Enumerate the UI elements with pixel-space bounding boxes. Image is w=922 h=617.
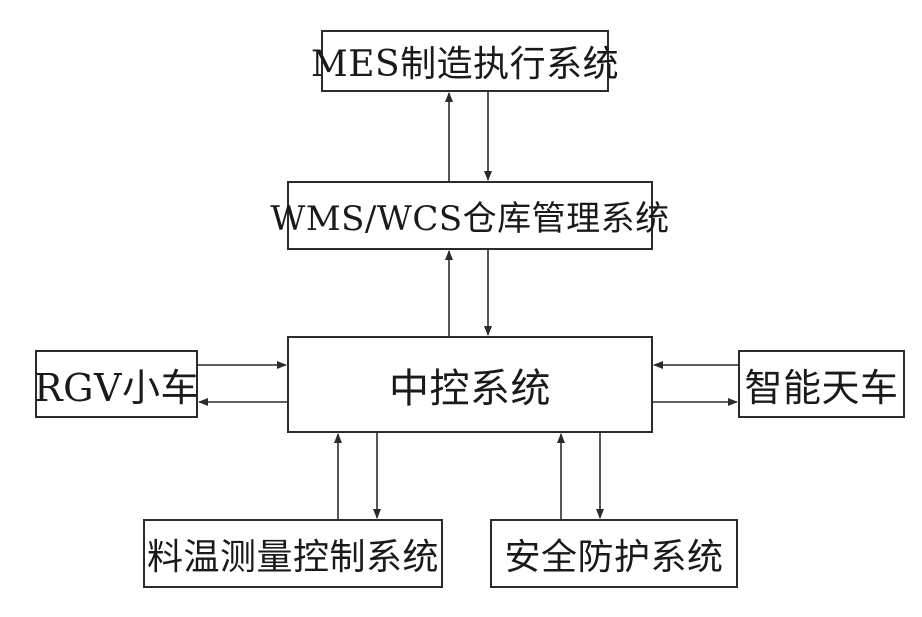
mes-system-label: MES制造执行系统 (311, 35, 619, 87)
smart-crane-label: 智能天车 (744, 357, 898, 412)
mes-system-box: MES制造执行系统 (321, 30, 609, 92)
safety-protection-box: 安全防护系统 (490, 519, 738, 588)
central-control-system-box: 中控系统 (287, 336, 653, 433)
rgv-cart-box: RGV小车 (35, 350, 198, 418)
rgv-cart-label: RGV小车 (34, 357, 199, 412)
wms-wcs-system-label: WMS/WCS仓库管理系统 (270, 191, 669, 240)
smart-crane-box: 智能天车 (738, 350, 905, 418)
central-control-system-label: 中控系统 (389, 356, 551, 414)
safety-protection-label: 安全防护系统 (504, 528, 723, 580)
wms-wcs-system-box: WMS/WCS仓库管理系统 (287, 181, 653, 250)
material-temp-control-box: 料温测量控制系统 (143, 519, 443, 588)
material-temp-control-label: 料温测量控制系统 (147, 528, 439, 580)
